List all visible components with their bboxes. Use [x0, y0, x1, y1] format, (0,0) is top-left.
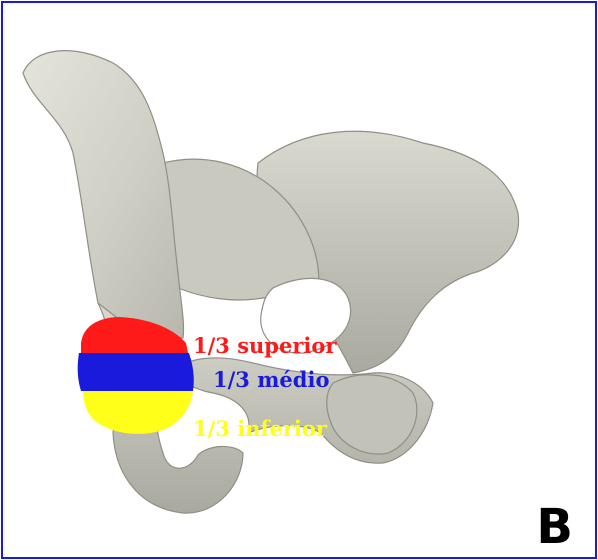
pelvis-illustration: [3, 3, 595, 557]
near-iliac-wing: [23, 51, 184, 338]
zone-label-middle: 1/3 médio: [213, 369, 329, 390]
panel-letter: B: [536, 503, 573, 551]
zone-label-inferior: 1/3 inferior: [193, 418, 327, 439]
acetabulum-zone-inferior: [83, 391, 193, 434]
acetabulum-zone-middle: [78, 353, 194, 391]
zone-label-superior: 1/3 superior: [193, 335, 336, 356]
